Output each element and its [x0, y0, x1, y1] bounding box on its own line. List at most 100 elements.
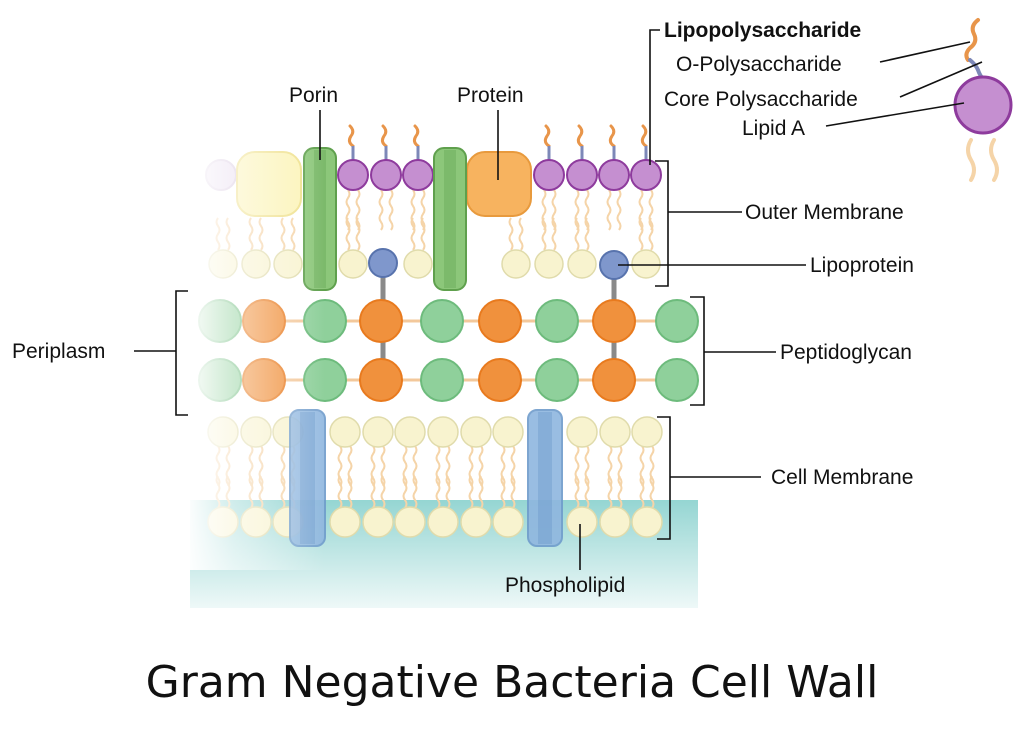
lipid-tail — [500, 475, 506, 509]
lipid-tail — [337, 445, 343, 487]
lipid-tail — [420, 217, 426, 251]
transmembrane-protein — [527, 409, 563, 547]
o-polysaccharide-chain — [543, 124, 551, 154]
label-porin: Porin — [289, 84, 338, 107]
phospholipid-head — [427, 506, 459, 538]
label-peptidoglycan: Peptidoglycan — [780, 341, 912, 364]
peptidoglycan-unit-green — [420, 299, 464, 343]
lipid-tail — [402, 475, 408, 509]
lipid-tail — [370, 445, 376, 487]
lipid-tail — [355, 189, 361, 231]
phospholipid-head — [599, 416, 631, 448]
lipid-tail — [607, 445, 613, 487]
lipid-tail — [435, 475, 441, 509]
lipid-tail — [445, 445, 451, 487]
label-o-polysaccharide: O-Polysaccharide — [676, 53, 842, 76]
lipid-tail — [574, 475, 580, 509]
lipid-tail — [616, 189, 622, 231]
lipid-tail — [410, 217, 416, 251]
lipid-tail — [617, 475, 623, 509]
lipid-tail — [380, 475, 386, 509]
lipid-tail — [388, 189, 394, 231]
phospholipid-head — [394, 506, 426, 538]
lipid-tail — [412, 475, 418, 509]
lipid-tail — [584, 217, 590, 251]
lipid-tail — [574, 217, 580, 251]
o-polysaccharide-chain — [608, 124, 616, 154]
lps-head — [337, 159, 369, 191]
o-polysaccharide-chain — [640, 124, 648, 154]
lipid-tail — [468, 475, 474, 509]
phospholipid-head — [631, 506, 663, 538]
label-lipid-a: Lipid A — [742, 117, 805, 140]
lipid-tail — [478, 445, 484, 487]
peptidoglycan-unit-orange — [592, 358, 636, 402]
phospholipid-head — [362, 416, 394, 448]
diagram-title: Gram Negative Bacteria Cell Wall — [146, 657, 879, 708]
left-fade-overlay — [185, 120, 325, 570]
lps-head — [402, 159, 434, 191]
phospholipid-head — [394, 416, 426, 448]
lps-head — [566, 159, 598, 191]
lps-head — [598, 159, 630, 191]
membrane-protein — [466, 151, 532, 217]
peptidoglycan-unit-orange — [359, 299, 403, 343]
peptidoglycan-unit-green — [420, 358, 464, 402]
leader-lines — [134, 29, 983, 570]
label-periplasm: Periplasm — [12, 340, 105, 363]
phospholipid-head — [329, 416, 361, 448]
lipid-tail — [347, 445, 353, 487]
peptidoglycan-unit-orange — [478, 299, 522, 343]
phospholipid-head — [567, 249, 597, 279]
o-polysaccharide-chain — [347, 124, 355, 154]
lipid-tail — [584, 189, 590, 231]
peptidoglycan-unit-orange — [478, 358, 522, 402]
phospholipid-head — [338, 249, 368, 279]
lipid-tail — [648, 189, 654, 231]
lipid-tail — [649, 445, 655, 487]
lipid-tail — [508, 217, 514, 251]
lipid-tail — [551, 189, 557, 231]
o-polysaccharide-chain — [576, 124, 584, 154]
lps-head — [533, 159, 565, 191]
lipid-tail — [584, 475, 590, 509]
phospholipid-head — [362, 506, 394, 538]
lps-head — [630, 159, 662, 191]
phospholipid-head — [427, 416, 459, 448]
label-outer-membrane: Outer Membrane — [745, 201, 904, 224]
lipid-tail — [435, 445, 441, 487]
lipid-tail — [412, 445, 418, 487]
lipid-tail — [638, 217, 644, 251]
lipid-tail — [378, 189, 384, 231]
porin-core — [444, 150, 456, 288]
lipid-tail — [410, 189, 416, 231]
o-polysaccharide-chain — [380, 124, 388, 154]
phospholipid-head — [460, 506, 492, 538]
phospholipid-head — [492, 416, 524, 448]
lipid-tail — [649, 475, 655, 509]
lipoprotein-head — [368, 248, 398, 278]
peptidoglycan-unit-green — [655, 358, 699, 402]
label-cell-membrane: Cell Membrane — [771, 466, 913, 489]
lipid-tail — [370, 475, 376, 509]
lipid-tail — [402, 445, 408, 487]
label-protein: Protein — [457, 84, 524, 107]
lipid-tail — [345, 189, 351, 231]
peptidoglycan-unit-green — [655, 299, 699, 343]
lipid-tail — [337, 475, 343, 509]
phospholipid-head — [492, 506, 524, 538]
lps-head — [370, 159, 402, 191]
lipid-tail — [518, 217, 524, 251]
lipid-tail — [500, 445, 506, 487]
phospholipid-head — [566, 506, 598, 538]
phospholipid-head — [534, 249, 564, 279]
outer-membrane-layer — [205, 124, 662, 380]
lipid-tail — [607, 475, 613, 509]
peptidoglycan-unit-orange — [592, 299, 636, 343]
lipid-tail — [541, 189, 547, 231]
phospholipid-head — [599, 506, 631, 538]
lipid-tail — [574, 445, 580, 487]
peptidoglycan-unit-green — [535, 299, 579, 343]
lipid-tail — [617, 445, 623, 487]
